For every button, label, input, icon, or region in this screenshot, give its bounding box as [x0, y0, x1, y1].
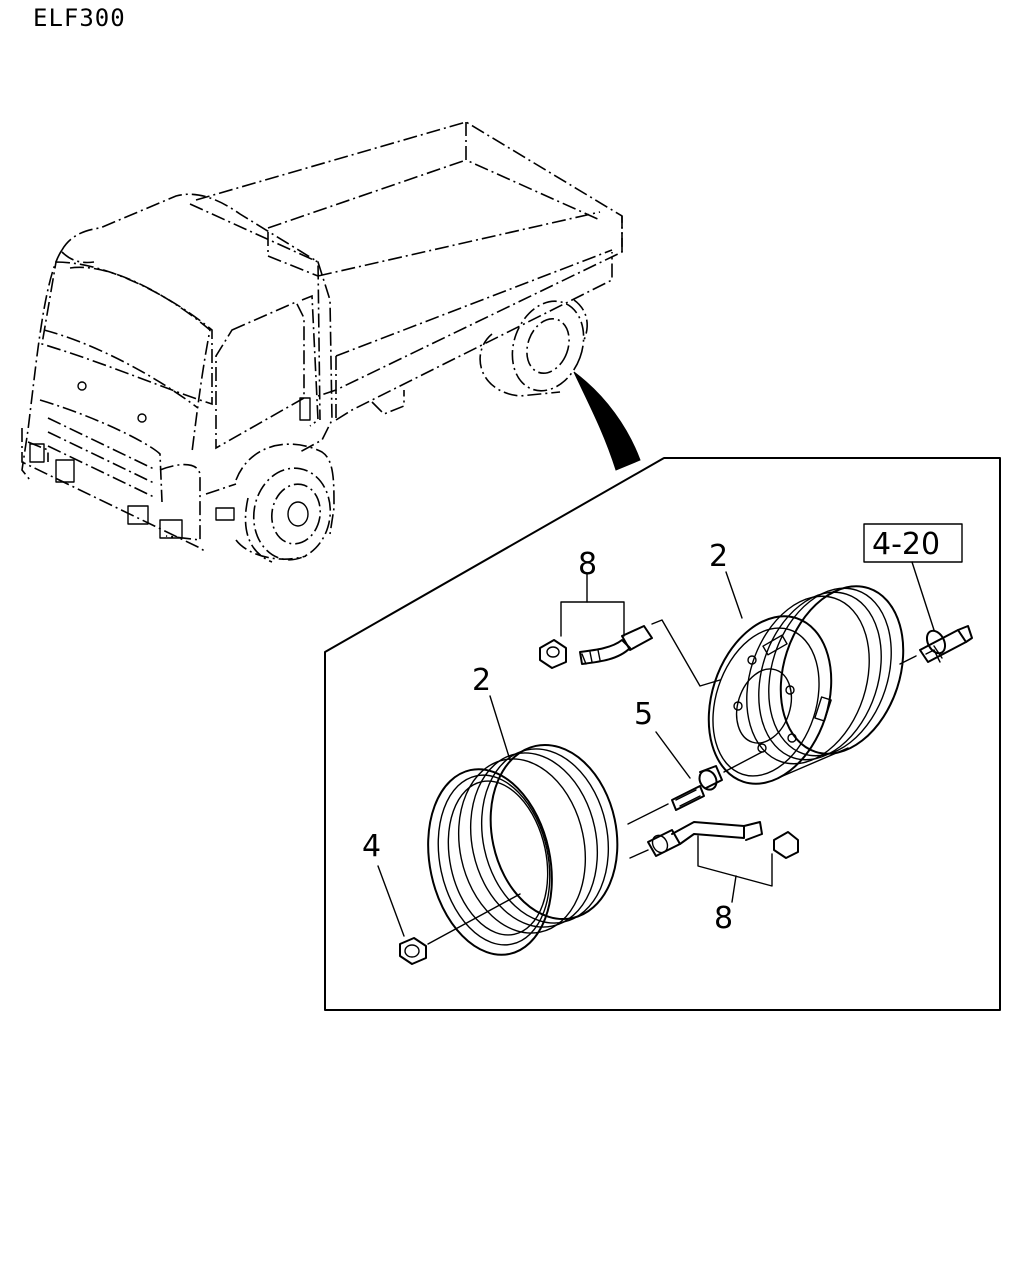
callout-valve-upper: 8	[578, 547, 597, 582]
truck-illustration	[21, 121, 623, 563]
cargo-bed	[189, 121, 623, 421]
truck-front-wheel	[244, 467, 332, 563]
valve-assembly-upper	[539, 625, 653, 669]
exploded-view-frame	[324, 457, 1001, 1011]
wheel-stud	[919, 625, 973, 663]
truck-cab	[21, 193, 335, 560]
callout-nut: 4	[362, 829, 381, 864]
callout-wheel-rear: 2	[709, 539, 728, 574]
callout-hub-bolt: 5	[634, 697, 653, 732]
reference-box[interactable]: 4-20	[863, 523, 963, 563]
wheel-nut	[399, 937, 427, 965]
pointer-arrow	[573, 371, 641, 471]
wheel-rim-lower	[427, 743, 619, 956]
model-title: ELF300	[33, 4, 126, 32]
callout-valve-lower: 8	[714, 901, 733, 936]
reference-label: 4-20	[872, 527, 940, 562]
valve-assembly-lower	[647, 821, 799, 859]
callout-wheel-front: 2	[472, 663, 491, 698]
hub-bolt	[671, 765, 723, 811]
truck-rear-wheel	[479, 299, 588, 397]
callout-leaders	[377, 561, 935, 937]
wheel-rim-upper	[707, 585, 905, 785]
